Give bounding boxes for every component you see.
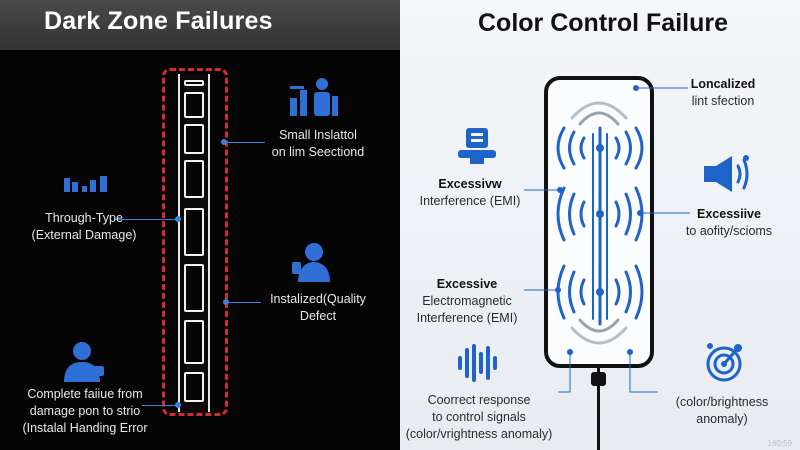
- color-control-panel: Color Control Failure: [400, 0, 800, 450]
- user-person-icon: [64, 342, 104, 382]
- chip-robot-icon: [458, 128, 496, 164]
- led-cell: [184, 124, 204, 154]
- callout-line: to aofity/scioms: [685, 224, 773, 238]
- callout-excessive-emi-2: Excessive Electromagnetic Interference (…: [408, 276, 526, 327]
- callout-leader: [227, 142, 265, 143]
- device-cable: [597, 368, 600, 450]
- led-cell: [184, 264, 204, 312]
- callout-leader: [115, 219, 176, 220]
- led-cell: [184, 372, 204, 402]
- right-panel-title: Color Control Failure: [478, 9, 728, 37]
- callout-line: Excessive: [436, 277, 498, 291]
- left-header-bar: Dark Zone Failures: [0, 0, 400, 50]
- callout-dot: [223, 299, 229, 305]
- callout-correct-response: Coorrect response to control signals (co…: [404, 392, 554, 443]
- right-leader-lines: [524, 85, 690, 393]
- callout-leader: [142, 405, 178, 406]
- callout-line: Interference (EMI): [416, 311, 518, 325]
- callout-line: (color/vrightness anomaly): [405, 427, 553, 441]
- callout-line: Excessivw: [438, 177, 502, 191]
- callout-line: Electromagnetic: [422, 294, 512, 308]
- left-panel-title: Dark Zone Failures: [44, 7, 273, 35]
- callout-line: (External Damage): [31, 228, 137, 242]
- watermark-text: 160:59: [767, 439, 792, 448]
- callout-line: (Instalal Handing Error: [22, 421, 148, 435]
- failure-zone-frame: [162, 68, 228, 416]
- callout-localized: Loncalized lint sfection: [668, 76, 778, 110]
- led-strip: [178, 74, 210, 412]
- callout-line: Defect: [299, 309, 337, 323]
- callout-line: Through-Type: [45, 211, 123, 225]
- callout-dot: [221, 139, 227, 145]
- callout-line: Coorrect response: [427, 393, 531, 407]
- bar-chart-icon: [64, 176, 107, 192]
- callout-line: Complete faiiue from: [27, 387, 143, 401]
- callout-line: Loncalized: [690, 77, 756, 91]
- dark-zone-panel: Dark Zone Failures Small Inslattol on li…: [0, 0, 400, 437]
- callout-excessive-activity: Excessiive to aofity/scioms: [668, 206, 790, 240]
- cable-plug: [591, 372, 606, 386]
- worker-person-icon: [292, 243, 330, 282]
- callout-leader: [229, 302, 261, 303]
- led-cell: [184, 80, 204, 86]
- callout-line: Instalized(Quality: [270, 292, 366, 306]
- target-network-icon: [706, 343, 742, 382]
- data-chart-person-icon: [290, 78, 338, 116]
- sound-wave-icon: [458, 344, 497, 382]
- callout-line: lint sfection: [691, 94, 755, 108]
- callout-line: to control signals: [432, 410, 526, 424]
- led-cell: [184, 208, 204, 256]
- callout-through-type: Through-Type (External Damage): [30, 210, 138, 244]
- callout-dot: [175, 402, 181, 408]
- callout-small-installation: Small Inslattol on lim Seectiond: [258, 127, 378, 161]
- led-cell: [184, 92, 204, 118]
- led-cell: [184, 320, 204, 364]
- callout-line: (color/brightness: [675, 395, 769, 409]
- callout-line: Small Inslattol: [279, 128, 357, 142]
- callout-line: damage pon to strio: [29, 404, 141, 418]
- callout-line: Excessiive: [697, 207, 761, 221]
- callout-excessive-emi-1: Excessivw Interference (EMI): [414, 176, 526, 210]
- callout-quality-defect: Instalized(Quality Defect: [258, 291, 378, 325]
- callout-line: on lim Seectiond: [271, 145, 365, 159]
- led-cell: [184, 160, 204, 198]
- callout-color-brightness: (color/brightness anomaly): [662, 394, 782, 428]
- callout-line: anomaly): [696, 412, 748, 426]
- callout-complete-failure: Complete faiiue from damage pon to strio…: [14, 386, 156, 437]
- callout-line: Interference (EMI): [419, 194, 521, 208]
- speaker-signal-icon: [704, 155, 749, 192]
- callout-dot: [175, 216, 181, 222]
